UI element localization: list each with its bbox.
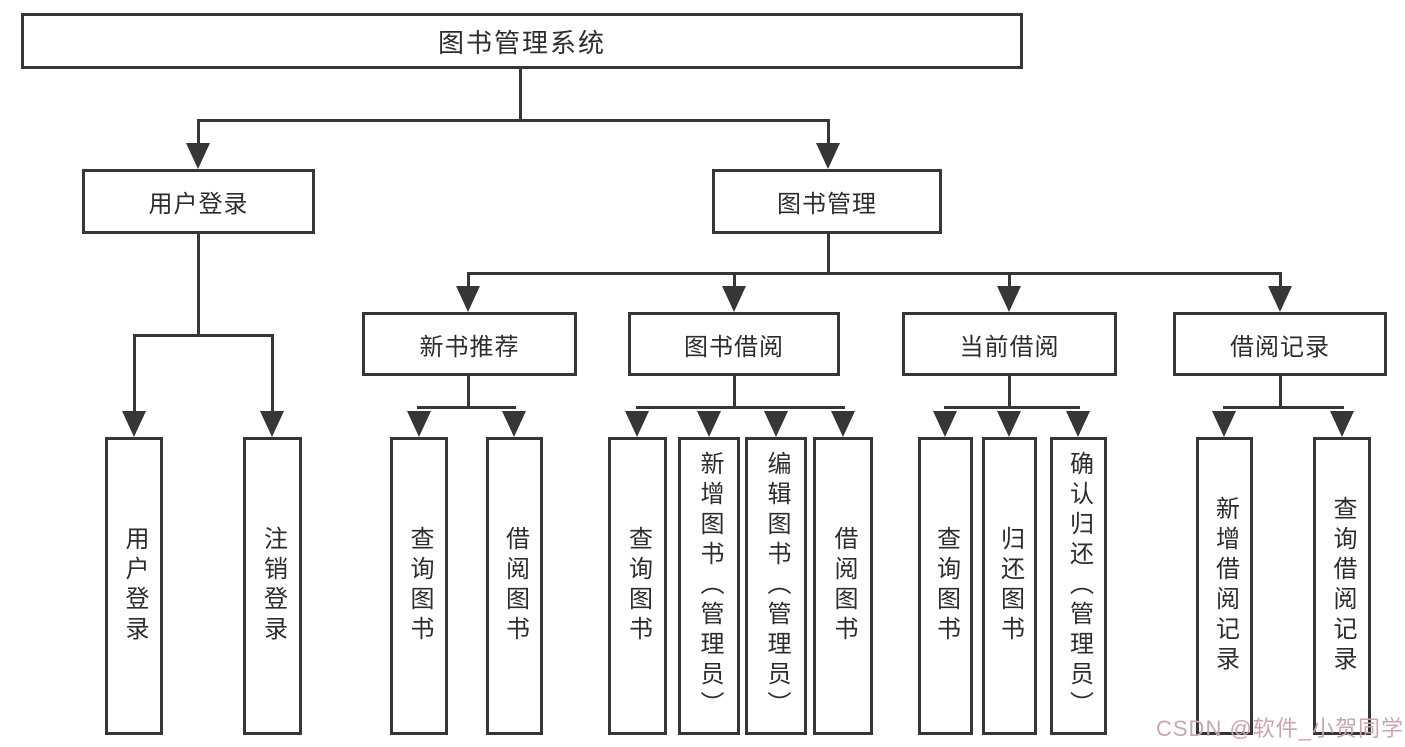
leaf-label: 查询图书 bbox=[932, 526, 960, 646]
node-borrowing-records: 借阅记录 bbox=[1173, 312, 1387, 376]
leaf-label: 确认归还（管理员） bbox=[1065, 451, 1093, 721]
connector-drop bbox=[1279, 376, 1282, 409]
node-label: 图书借阅 bbox=[684, 333, 784, 361]
node-new-book-recommendation: 新书推荐 bbox=[362, 312, 577, 376]
arrowhead bbox=[625, 411, 649, 437]
leaf-label: 借阅图书 bbox=[501, 526, 529, 646]
connector-drop bbox=[1279, 274, 1282, 287]
leaf-label: 新增图书（管理员） bbox=[696, 451, 723, 721]
leaf-edit-books-admin: 编辑图书（管理员） bbox=[745, 437, 807, 735]
connector-drop bbox=[271, 336, 274, 412]
arrowhead bbox=[1330, 411, 1354, 437]
connector-drop bbox=[197, 121, 200, 146]
leaf-label: 查询图书 bbox=[406, 526, 433, 646]
arrowhead bbox=[186, 143, 210, 169]
leaf-query-books-current: 查询图书 bbox=[918, 437, 973, 735]
node-label: 当前借阅 bbox=[959, 333, 1060, 361]
arrowhead bbox=[831, 411, 855, 437]
leaf-query-books-recommend: 查询图书 bbox=[390, 437, 448, 735]
connector-drop bbox=[467, 376, 470, 409]
csdn-watermark: CSDN @软件_小贺同学 bbox=[1156, 716, 1405, 741]
arrowhead bbox=[1268, 286, 1292, 312]
node-label: 图书管理系统 bbox=[437, 27, 606, 58]
connector-rail bbox=[1223, 406, 1344, 409]
node-label: 借阅记录 bbox=[1230, 333, 1330, 361]
leaf-label: 注销登录 bbox=[259, 526, 287, 646]
leaf-label: 查询借阅记录 bbox=[1329, 496, 1356, 676]
leaf-logout: 注销登录 bbox=[243, 437, 302, 735]
leaf-add-books-admin: 新增图书（管理员） bbox=[678, 437, 740, 735]
node-label: 用户登录 bbox=[148, 191, 249, 218]
leaf-label: 借阅图书 bbox=[830, 526, 857, 646]
leaf-label: 用户登录 bbox=[121, 526, 148, 646]
connector-rail bbox=[636, 406, 845, 409]
arrowhead bbox=[816, 143, 840, 169]
leaf-label: 编辑图书（管理员） bbox=[763, 451, 790, 721]
arrowhead bbox=[933, 411, 957, 437]
connector-drop bbox=[733, 274, 736, 287]
connector-drop bbox=[133, 336, 136, 412]
arrowhead bbox=[764, 411, 788, 437]
leaf-label: 查询图书 bbox=[624, 526, 652, 646]
leaf-borrow-books-recommend: 借阅图书 bbox=[486, 437, 543, 735]
connector-root-drop bbox=[519, 68, 522, 122]
arrowhead bbox=[122, 411, 146, 437]
connector-rail bbox=[417, 406, 516, 409]
connector-drop bbox=[1008, 376, 1011, 409]
connector-level1-rail bbox=[197, 119, 830, 122]
leaf-return-books: 归还图书 bbox=[982, 437, 1037, 735]
leaf-query-borrow-record: 查询借阅记录 bbox=[1313, 437, 1371, 735]
arrowhead bbox=[260, 411, 284, 437]
arrowhead bbox=[407, 411, 431, 437]
node-book-management: 图书管理 bbox=[712, 169, 942, 234]
connector-rail bbox=[944, 406, 1080, 409]
node-user-login: 用户登录 bbox=[82, 169, 315, 234]
node-library-management-system: 图书管理系统 bbox=[21, 13, 1023, 69]
node-current-borrowing: 当前借阅 bbox=[902, 312, 1117, 376]
leaf-borrow-books-borrowing: 借阅图书 bbox=[813, 437, 873, 735]
connector-drop bbox=[197, 234, 200, 336]
leaf-query-books-borrowing: 查询图书 bbox=[608, 437, 667, 735]
node-label: 新书推荐 bbox=[419, 333, 520, 361]
node-book-borrowing: 图书借阅 bbox=[628, 312, 840, 376]
connector-rail bbox=[133, 334, 274, 337]
leaf-confirm-return-admin: 确认归还（管理员） bbox=[1050, 437, 1107, 735]
leaf-user-login: 用户登录 bbox=[105, 437, 163, 735]
arrowhead bbox=[502, 411, 526, 437]
arrowhead bbox=[456, 286, 480, 312]
connector-drop bbox=[827, 121, 830, 146]
connector-drop bbox=[733, 376, 736, 409]
arrowhead bbox=[1212, 411, 1236, 437]
connector-level2-rail bbox=[467, 272, 1282, 275]
connector-drop bbox=[1008, 274, 1011, 287]
connector-drop bbox=[827, 234, 830, 274]
leaf-label: 新增借阅记录 bbox=[1211, 496, 1239, 676]
arrowhead bbox=[722, 286, 746, 312]
arrowhead bbox=[1066, 411, 1090, 437]
arrowhead bbox=[997, 286, 1021, 312]
leaf-add-borrow-record: 新增借阅记录 bbox=[1196, 437, 1253, 735]
connector-drop bbox=[467, 274, 470, 287]
arrowhead bbox=[697, 411, 721, 437]
leaf-label: 归还图书 bbox=[996, 526, 1024, 646]
arrowhead bbox=[997, 411, 1021, 437]
node-label: 图书管理 bbox=[777, 191, 877, 218]
